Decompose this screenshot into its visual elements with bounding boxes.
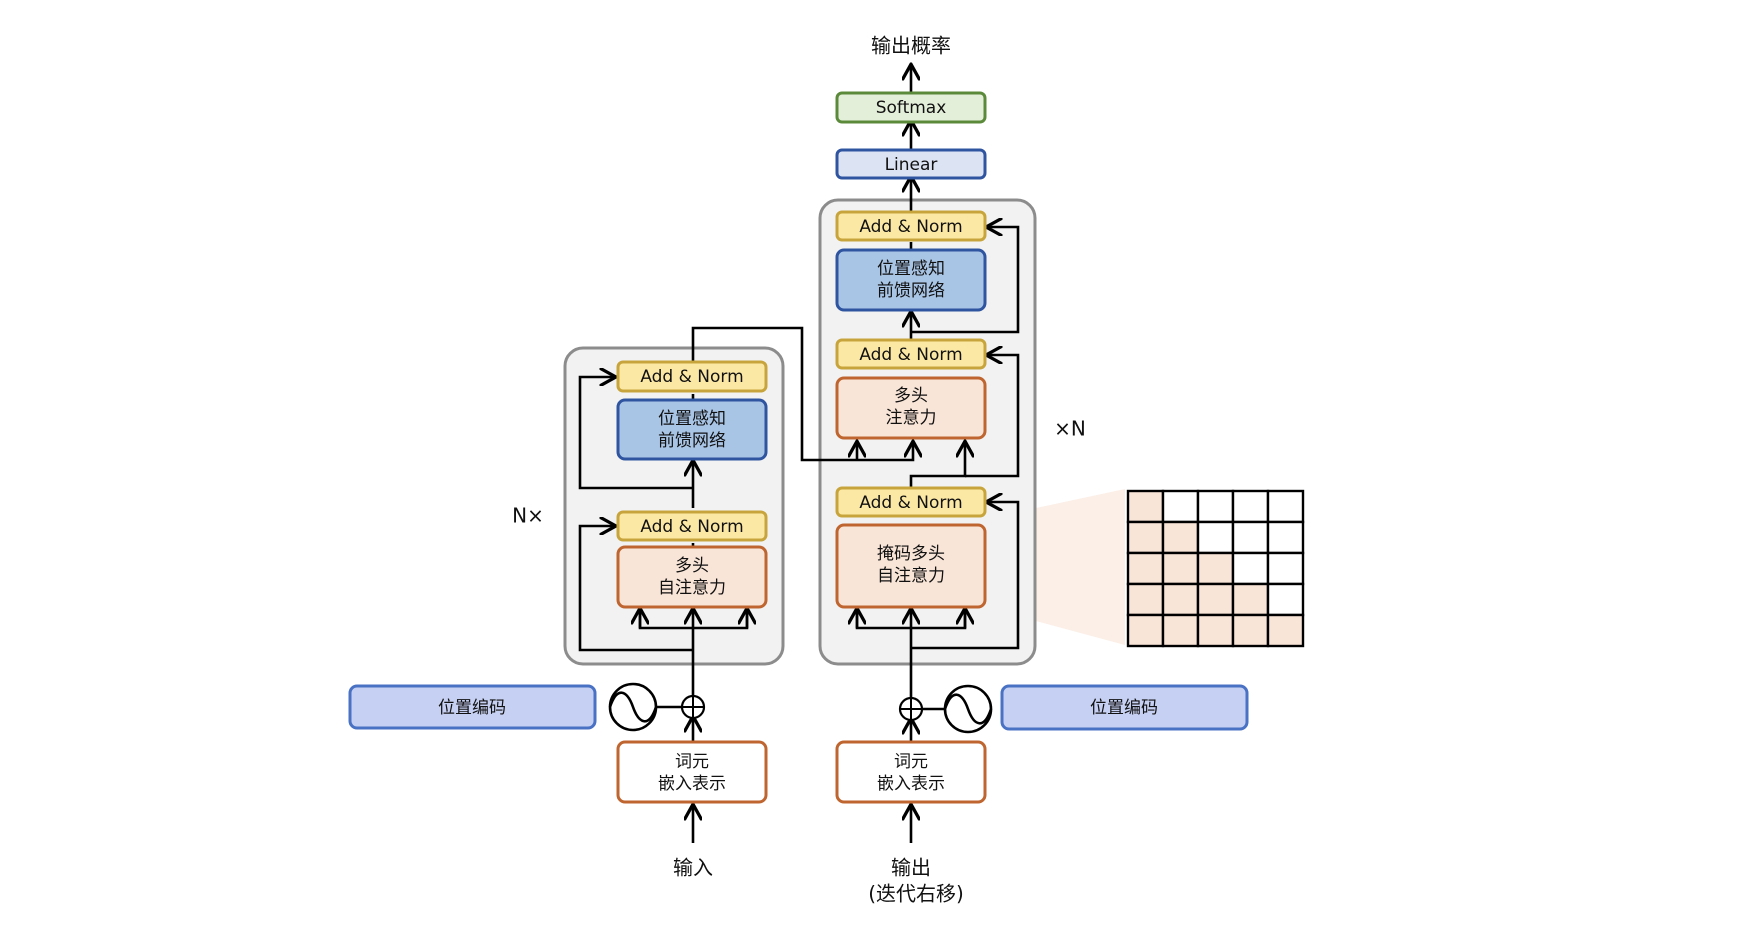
decoder-positional-encoding: 位置编码 [1000, 684, 1249, 731]
mask-cell-visible [1231, 613, 1270, 648]
encoder-wires [578, 326, 913, 843]
encoder-add-icon [680, 694, 706, 720]
encoder-addnorm-bottom: Add & Norm [616, 510, 768, 542]
decoder-embedding-box: 词元 嵌入表示 [835, 740, 987, 804]
addnorm-label: Add & Norm [640, 517, 743, 537]
mask-cell-visible [1161, 613, 1200, 648]
mask-cell-visible [1161, 520, 1200, 555]
posenc-label: 位置编码 [438, 698, 506, 718]
embed-label-line1: 词元 [675, 752, 709, 772]
posenc-label: 位置编码 [1090, 698, 1158, 718]
mask-cell-masked [1231, 551, 1270, 586]
mask-cell-visible [1126, 520, 1165, 555]
mask-cell-visible [1161, 551, 1200, 586]
masked-attn-label-line1: 掩码多头 [877, 544, 945, 564]
addnorm-label: Add & Norm [859, 217, 962, 237]
addnorm-label: Add & Norm [859, 345, 962, 365]
mask-cell-masked [1161, 489, 1200, 524]
mask-cell-visible [1161, 582, 1200, 617]
decoder-add-icon [898, 696, 924, 722]
mask-cell-visible [1196, 613, 1235, 648]
mask-cell-masked [1231, 520, 1270, 555]
self-attn-label-line1: 多头 [675, 556, 709, 576]
mask-cell-visible [1266, 613, 1305, 648]
mask-cell-masked [1196, 489, 1235, 524]
linear-box: Linear [835, 148, 987, 180]
cross-attn-label-line1: 多头 [894, 386, 928, 406]
decoder-wires [857, 66, 1020, 843]
softmax-box: Softmax [835, 91, 987, 124]
mask-cell-masked [1196, 520, 1235, 555]
mask-cell-visible [1231, 582, 1270, 617]
softmax-label: Softmax [876, 98, 947, 118]
mask-cell-visible [1126, 551, 1165, 586]
mask-cell-visible [1126, 582, 1165, 617]
encoder-self-attention-box: 多头 自注意力 [616, 545, 768, 609]
self-attn-label-line2: 自注意力 [658, 578, 726, 598]
decoder-repeat-label: ×N [1054, 417, 1086, 441]
mask-matrix [1126, 489, 1305, 648]
ffn-label-line1: 位置感知 [877, 259, 945, 279]
decoder-addnorm-mid: Add & Norm [835, 338, 987, 370]
mask-cell-visible [1196, 551, 1235, 586]
ffn-label-line2: 前馈网络 [658, 431, 726, 451]
mask-cell-visible [1126, 613, 1165, 648]
encoder-sine-wave-icon [608, 682, 682, 732]
encoder-ffn-box: 位置感知 前馈网络 [616, 398, 768, 461]
decoder-sine-wave-icon [922, 684, 993, 734]
decoder-ffn-box: 位置感知 前馈网络 [835, 248, 987, 312]
encoder-positional-encoding: 位置编码 [348, 684, 597, 730]
output-label-line2: (迭代右移) [868, 882, 964, 906]
linear-label: Linear [885, 155, 938, 175]
output-probabilities-label: 输出概率 [871, 34, 951, 58]
mask-cell-masked [1266, 582, 1305, 617]
output-label-line1: 输出 [891, 856, 931, 880]
mask-cell-masked [1266, 520, 1305, 555]
decoder-addnorm-top: Add & Norm [835, 210, 987, 242]
addnorm-label: Add & Norm [859, 493, 962, 513]
encoder-block [563, 346, 785, 666]
mask-cell-masked [1266, 551, 1305, 586]
ffn-label-line1: 位置感知 [658, 409, 726, 429]
addnorm-label: Add & Norm [640, 367, 743, 387]
embed-label-line2: 嵌入表示 [658, 774, 726, 794]
mask-cell-masked [1231, 489, 1270, 524]
encoder-embedding-box: 词元 嵌入表示 [616, 740, 768, 804]
decoder-addnorm-bottom: Add & Norm [835, 486, 987, 518]
cross-attn-label-line2: 注意力 [886, 408, 937, 428]
encoder-addnorm-top: Add & Norm [616, 360, 768, 393]
input-label: 输入 [673, 856, 713, 880]
encoder-repeat-label: N× [512, 504, 544, 528]
decoder-cross-attention-box: 多头 注意力 [835, 376, 987, 440]
embed-label-line2: 嵌入表示 [877, 774, 945, 794]
mask-cell-visible [1126, 489, 1165, 524]
mask-cell-masked [1266, 489, 1305, 524]
mask-cell-visible [1196, 582, 1235, 617]
ffn-label-line2: 前馈网络 [877, 281, 945, 301]
decoder-masked-attention-box: 掩码多头 自注意力 [835, 523, 987, 609]
masked-attn-label-line2: 自注意力 [877, 566, 945, 586]
embed-label-line1: 词元 [894, 752, 928, 772]
